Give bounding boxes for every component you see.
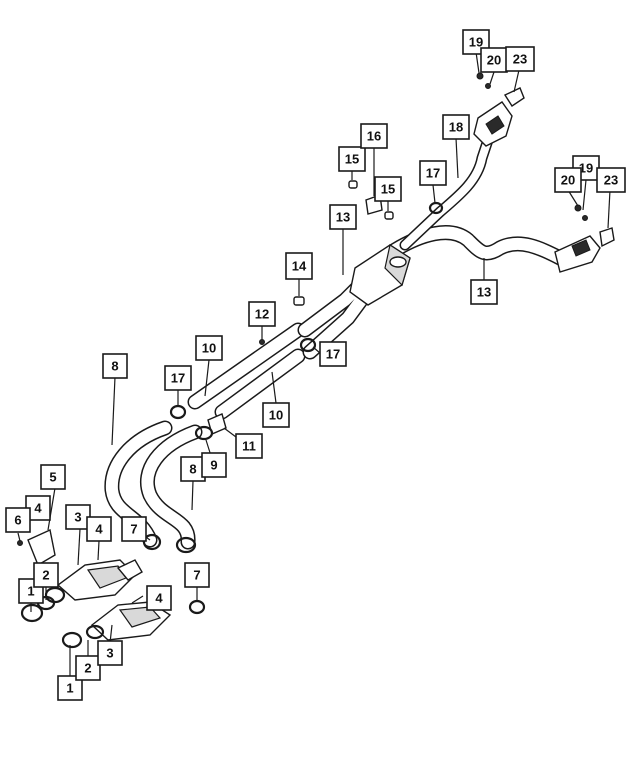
callout-box: 4 — [146, 585, 172, 611]
callout-label: 23 — [513, 52, 527, 67]
center-muffler — [349, 244, 411, 306]
callout-box: 13 — [329, 204, 357, 230]
callout-box: 15 — [338, 146, 366, 172]
isolator-15b — [384, 211, 394, 220]
callout-box: 19 — [462, 29, 490, 55]
callout-box: 7 — [184, 562, 210, 588]
isolator-14 — [293, 296, 305, 306]
nut-20-upper — [485, 83, 491, 89]
callout-box: 23 — [596, 167, 626, 193]
callout-label: 7 — [130, 522, 137, 537]
callout-box: 20 — [480, 47, 508, 73]
callout-box: 6 — [5, 507, 31, 533]
callout-label: 14 — [292, 259, 307, 274]
callout-box: 1 — [18, 578, 44, 604]
catalytic-converter-upper — [44, 559, 143, 604]
callout-label: 10 — [202, 341, 216, 356]
callout-box: 11 — [235, 433, 263, 459]
callout-label: 19 — [579, 161, 593, 176]
clamp-7c — [188, 599, 206, 615]
callouts: 1 1 2 2 3 3 4 4 — [5, 29, 626, 701]
callout-box: 10 — [195, 335, 223, 361]
callout-box: 23 — [505, 46, 535, 72]
callout-label: 6 — [14, 513, 21, 528]
right-muffler-tip — [554, 227, 615, 273]
callout-label: 16 — [367, 129, 381, 144]
clamp-7b — [175, 536, 197, 554]
callout-box: 2 — [33, 562, 59, 588]
callout-box: 17 — [164, 365, 192, 391]
callout-label: 13 — [336, 210, 350, 225]
callout-box: 13 — [470, 279, 498, 305]
callout-box: 20 — [554, 167, 582, 193]
upper-muffler-tip — [473, 87, 525, 147]
callout-label: 8 — [189, 462, 196, 477]
callout-label: 4 — [155, 591, 163, 606]
bolt-6 — [17, 540, 23, 546]
callout-box: 17 — [319, 341, 347, 367]
callout-label: 1 — [66, 681, 73, 696]
callout-label: 20 — [561, 173, 575, 188]
callout-label: 7 — [193, 568, 200, 583]
gasket-9 — [194, 425, 214, 441]
clamp-17-right — [299, 337, 317, 353]
callout-label: 2 — [42, 568, 49, 583]
callout-label: 4 — [95, 522, 103, 537]
callout-label: 5 — [49, 470, 56, 485]
callout-box: 2 — [75, 655, 101, 681]
callout-label: 17 — [426, 166, 440, 181]
nut-20-right — [582, 215, 588, 221]
callout-box: 7 — [121, 516, 147, 542]
callout-label: 10 — [269, 408, 283, 423]
callout-box: 18 — [442, 114, 470, 140]
callout-label: 19 — [469, 35, 483, 50]
callout-label: 13 — [477, 285, 491, 300]
callout-label: 11 — [242, 439, 256, 454]
callout-box: 12 — [248, 301, 276, 327]
bolt-19-upper — [476, 72, 484, 80]
callout-label: 17 — [171, 371, 185, 386]
clamp-7a — [142, 533, 162, 551]
clamp-17-upper — [428, 201, 444, 215]
callout-label: 2 — [84, 661, 91, 676]
callout-label: 15 — [381, 182, 395, 197]
gasket-ring-1a — [20, 603, 44, 623]
callout-box: 3 — [97, 640, 123, 666]
callout-label: 3 — [106, 646, 113, 661]
callout-label: 4 — [34, 501, 42, 516]
callout-label: 3 — [74, 510, 81, 525]
callout-box: 15 — [374, 176, 402, 202]
callout-box: 17 — [419, 160, 447, 186]
callout-box: 14 — [285, 252, 313, 280]
bracket-5 — [27, 528, 56, 567]
clamp-17-left — [169, 404, 187, 420]
callout-box: 10 — [262, 402, 290, 428]
callout-label: 1 — [27, 584, 34, 599]
callout-box: 4 — [86, 516, 112, 542]
callout-label: 18 — [449, 120, 463, 135]
callout-box: 5 — [40, 464, 66, 490]
callout-label: 15 — [345, 152, 359, 167]
callout-label: 23 — [604, 173, 618, 188]
isolator-15a — [348, 180, 358, 189]
callout-box: 9 — [201, 452, 227, 478]
callout-label: 12 — [255, 307, 269, 322]
callout-box: 16 — [360, 123, 388, 149]
small-hardware — [17, 72, 588, 649]
callout-label: 20 — [487, 53, 501, 68]
callout-label: 17 — [326, 347, 340, 362]
callout-label: 9 — [210, 458, 217, 473]
bolt-12 — [259, 339, 265, 345]
gasket-ring-1b — [61, 631, 83, 649]
callout-label: 8 — [111, 359, 118, 374]
callout-box: 8 — [102, 353, 128, 379]
exhaust-pipes — [104, 134, 568, 550]
